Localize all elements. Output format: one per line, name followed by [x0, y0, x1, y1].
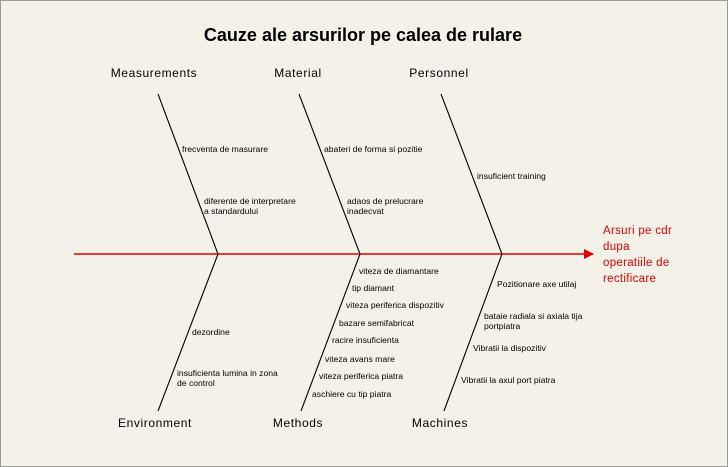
cause-label: racire insuficienta: [332, 335, 399, 345]
bone-environment: [157, 253, 219, 412]
effect-label: Arsuri pe cdr dupa operatiile de rectifi…: [603, 225, 676, 285]
cause-label: bazare semifabricat: [339, 318, 415, 328]
cause-label: viteza avans mare: [325, 354, 395, 364]
category-label-machines: Machines: [412, 416, 468, 430]
bone-methods: [300, 253, 361, 412]
bone-machines: [443, 253, 503, 412]
cause-label: viteza periferica piatra: [319, 371, 403, 381]
cause-label: aschiere cu tip piatra: [312, 389, 392, 399]
cause-label: viteza de diamantare: [359, 266, 439, 276]
category-label-material: Material: [274, 66, 321, 80]
effect-line: operatiile de: [603, 257, 670, 269]
effect-line: dupa: [603, 241, 630, 253]
bone-material: [298, 93, 361, 255]
cause-label: dezordine: [192, 327, 230, 337]
category-label-environment: Environment: [118, 416, 192, 430]
cause-label: insuficient training: [477, 171, 546, 181]
category-label-personnel: Personnel: [409, 66, 468, 80]
cause-label: tip diamant: [352, 283, 395, 293]
cause-label: viteza periferica dispozitiv: [346, 300, 445, 310]
effect-line: Arsuri pe cdr: [603, 225, 672, 237]
bone-personnel: [440, 93, 503, 255]
cause-label: frecventa de masurare: [182, 144, 268, 154]
cause-label: abateri de forma si pozitie: [324, 144, 423, 154]
cause-label: Vibratii la dispozitiv: [473, 343, 547, 353]
diagram-title: Cauze ale arsurilor pe calea de rulare: [204, 25, 522, 45]
bone-measurements: [157, 93, 219, 255]
effect-line: rectificare: [603, 273, 656, 285]
cause-label: Vibratii la axul port piatra: [461, 375, 556, 385]
category-label-methods: Methods: [273, 416, 323, 430]
cause-label: Pozitionare axe utilaj: [497, 279, 576, 289]
category-label-measurements: Measurements: [111, 66, 198, 80]
